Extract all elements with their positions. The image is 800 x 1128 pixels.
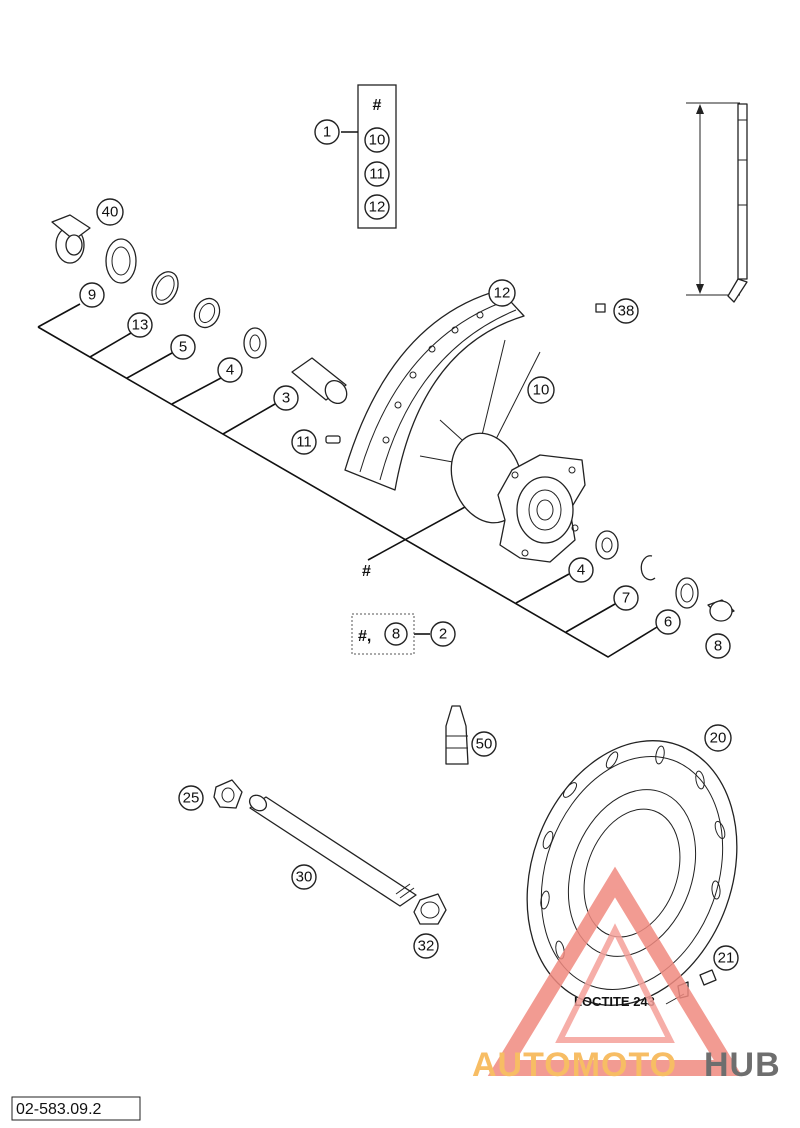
watermark-part1: AUTOMOTO — [472, 1046, 677, 1084]
callout-13[interactable]: 13 — [127, 312, 153, 338]
callout-6[interactable]: 6 — [655, 609, 681, 635]
svg-text:1: 1 — [323, 124, 331, 141]
set-group-header: # — [373, 97, 382, 114]
set-item-11[interactable]: 11 — [364, 161, 390, 187]
svg-text:8: 8 — [392, 626, 400, 643]
svg-text:12: 12 — [369, 199, 386, 216]
svg-text:25: 25 — [183, 790, 200, 807]
callout-2[interactable]: 2 — [430, 621, 456, 647]
callout-7[interactable]: 7 — [613, 585, 639, 611]
callout-50[interactable]: 50 — [471, 731, 497, 757]
svg-text:3: 3 — [282, 390, 290, 407]
part-30-axle — [248, 794, 417, 907]
callout-11[interactable]: 11 — [291, 429, 317, 455]
svg-text:13: 13 — [132, 317, 149, 334]
callout-25[interactable]: 25 — [178, 785, 204, 811]
kit-note-hash: #, — [358, 628, 371, 645]
svg-text:10: 10 — [369, 132, 386, 149]
part-9-seal — [105, 238, 137, 284]
svg-text:32: 32 — [418, 938, 435, 955]
kit-note-ref-8[interactable]: 8 — [384, 622, 408, 646]
part-40-spacer — [51, 214, 91, 264]
svg-text:21: 21 — [718, 950, 735, 967]
leader-lines — [37, 303, 663, 658]
set-item-10[interactable]: 10 — [364, 127, 390, 153]
callout-10[interactable]: 10 — [527, 376, 555, 404]
part-13-ring — [151, 271, 179, 305]
callout-32[interactable]: 32 — [413, 933, 439, 959]
set-item-12[interactable]: 12 — [364, 194, 390, 220]
watermark-triangle-icon — [487, 866, 743, 1076]
part-8-spacer — [707, 599, 735, 622]
svg-text:12: 12 — [494, 285, 511, 302]
svg-text:11: 11 — [369, 166, 385, 183]
svg-text:2: 2 — [439, 626, 447, 643]
part-20-brake-disc — [526, 740, 738, 1006]
svg-text:9: 9 — [88, 287, 96, 304]
part-5-circlip — [193, 297, 221, 329]
svg-text:5: 5 — [179, 339, 187, 356]
svg-text:40: 40 — [102, 204, 119, 221]
svg-text:6: 6 — [664, 614, 672, 631]
spoke-length-drawing — [686, 102, 748, 303]
callout-12[interactable]: 12 — [488, 279, 516, 307]
svg-text:38: 38 — [618, 303, 635, 320]
part-6-seal — [675, 577, 699, 609]
part-25-nut — [213, 779, 243, 809]
part-11-nipple — [325, 435, 341, 444]
svg-text:50: 50 — [476, 736, 493, 753]
callout-3[interactable]: 3 — [273, 385, 299, 411]
svg-text:4: 4 — [226, 362, 234, 379]
svg-text:8: 8 — [714, 638, 722, 655]
callout-8[interactable]: 8 — [705, 633, 731, 659]
part-38-nipple — [595, 303, 606, 313]
callout-21[interactable]: 21 — [713, 945, 739, 971]
watermark: AUTOMOTO HUB — [472, 866, 781, 1084]
part-4-bearing-left — [243, 327, 267, 359]
part-32-nut — [413, 893, 447, 925]
hub-hash-mark: # — [362, 563, 371, 580]
callout-40[interactable]: 40 — [96, 198, 124, 226]
hub — [450, 432, 586, 563]
callout-30[interactable]: 30 — [291, 864, 317, 890]
loctite-label: LOCTITE 243 — [574, 994, 655, 1009]
part-4-bearing-right — [595, 530, 619, 560]
callout-5[interactable]: 5 — [170, 334, 196, 360]
callout-4-right[interactable]: 4 — [568, 557, 594, 583]
part-12-rim — [344, 289, 525, 491]
part-7-circlip — [640, 555, 656, 581]
callout-20[interactable]: 20 — [704, 724, 732, 752]
watermark-part2: HUB — [704, 1046, 781, 1084]
set-group: # 1 10 11 12 — [314, 84, 397, 229]
part-3-sleeve — [291, 357, 348, 405]
doc-code-box: 02-583.09.2 — [11, 1096, 141, 1121]
svg-text:4: 4 — [577, 562, 585, 579]
callout-38[interactable]: 38 — [613, 298, 639, 324]
kit-note: #, 8 — [351, 613, 415, 655]
callout-1[interactable]: 1 — [314, 119, 340, 145]
part-50-loctite-bottle — [445, 705, 469, 765]
svg-text:10: 10 — [533, 382, 550, 399]
callout-4-left[interactable]: 4 — [217, 357, 243, 383]
svg-text:11: 11 — [296, 434, 312, 451]
svg-text:20: 20 — [710, 730, 727, 747]
callout-9[interactable]: 9 — [79, 282, 105, 308]
svg-text:30: 30 — [296, 869, 313, 886]
svg-text:7: 7 — [622, 590, 630, 607]
doc-code: 02-583.09.2 — [16, 1101, 102, 1118]
